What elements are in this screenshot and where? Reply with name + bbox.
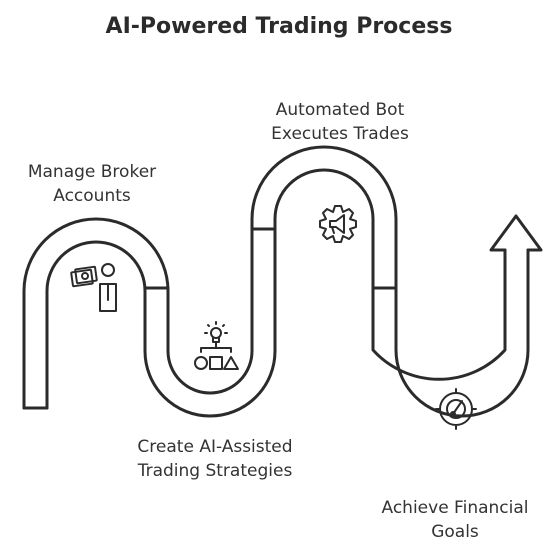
step-label-line: Manage Broker	[27, 162, 157, 182]
step-label-line: Accounts	[53, 186, 131, 206]
step-label-line: Trading Strategies	[137, 461, 293, 481]
step-label-achieve-goals: Achieve Financial Goals	[360, 496, 550, 544]
step-label-automated-bot: Automated Bot Executes Trades	[240, 98, 440, 146]
step-label-line: Create AI-Assisted	[137, 437, 293, 457]
step-label-line: Executes Trades	[271, 124, 409, 144]
step-label-line: Goals	[431, 522, 479, 542]
step-label-line: Automated Bot	[275, 100, 405, 120]
diagram-title: AI-Powered Trading Process	[105, 14, 453, 39]
gear-megaphone-icon	[319, 205, 357, 243]
step-label-create-strategies: Create AI-Assisted Trading Strategies	[110, 435, 320, 483]
step-label-line: Achieve Financial	[381, 498, 529, 518]
target-gauge-icon	[435, 388, 477, 430]
lightbulb-shapes-icon	[194, 321, 239, 370]
step-label-manage-broker-accounts: Manage Broker Accounts	[12, 160, 172, 208]
broker-accounts-icon	[70, 263, 117, 312]
